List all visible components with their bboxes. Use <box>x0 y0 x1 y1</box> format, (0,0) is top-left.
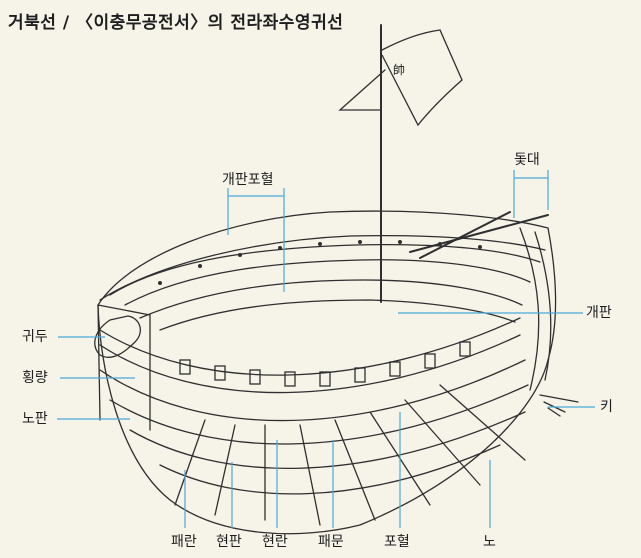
label-gaepan-pohyeol: 개판포혈 <box>222 172 274 188</box>
diagram-title: 거북선 / 〈이충무공전서〉의 전라좌수영귀선 <box>8 13 344 33</box>
roof-line <box>109 244 541 296</box>
label-nopan: 노판 <box>22 411 48 427</box>
oar <box>404 399 481 486</box>
bow-block <box>97 304 151 431</box>
hull-outline <box>97 210 557 535</box>
oar <box>299 424 321 526</box>
folded-mast <box>409 214 549 253</box>
flag-glyph: 帥 <box>393 63 406 77</box>
hull-plank <box>99 359 526 422</box>
label-gaepan: 개판 <box>586 305 612 321</box>
dragon-head <box>94 315 141 358</box>
leader-lines <box>57 170 595 528</box>
side-plank <box>99 334 521 394</box>
label-no: 노 <box>483 534 496 550</box>
label-gwidu: 귀두 <box>22 329 48 345</box>
oar <box>334 419 376 521</box>
rudder <box>539 394 579 417</box>
side-plank <box>99 317 521 376</box>
hull-plank <box>129 411 526 470</box>
label-ki: 키 <box>600 399 613 415</box>
oar <box>174 419 206 506</box>
label-pohyeol: 포혈 <box>384 534 410 550</box>
folded-mast <box>419 211 511 259</box>
label-hyeonran: 현란 <box>262 534 288 550</box>
roof-line <box>124 259 531 306</box>
leader-dotdae <box>513 170 549 218</box>
label-paemun: 패문 <box>318 534 344 550</box>
label-hoengnyang: 횡량 <box>22 370 48 386</box>
label-paeran: 패란 <box>171 534 197 550</box>
label-dotdae: 돛대 <box>514 152 540 168</box>
oar <box>439 384 526 461</box>
roof-line <box>99 234 546 301</box>
label-hyeonpan: 현판 <box>216 534 242 550</box>
roof-line <box>139 279 523 319</box>
stern-rib <box>519 227 540 391</box>
hull-plank <box>109 384 529 445</box>
flag-streamer <box>338 69 386 111</box>
flag <box>381 29 463 127</box>
stern-rib <box>534 231 552 381</box>
oar <box>214 424 236 516</box>
hull-plank <box>159 444 501 495</box>
gun-ports <box>179 341 471 387</box>
roof-line <box>159 299 516 331</box>
deck-holes <box>158 240 482 285</box>
leader-gaepan-pohyeol <box>227 188 285 292</box>
